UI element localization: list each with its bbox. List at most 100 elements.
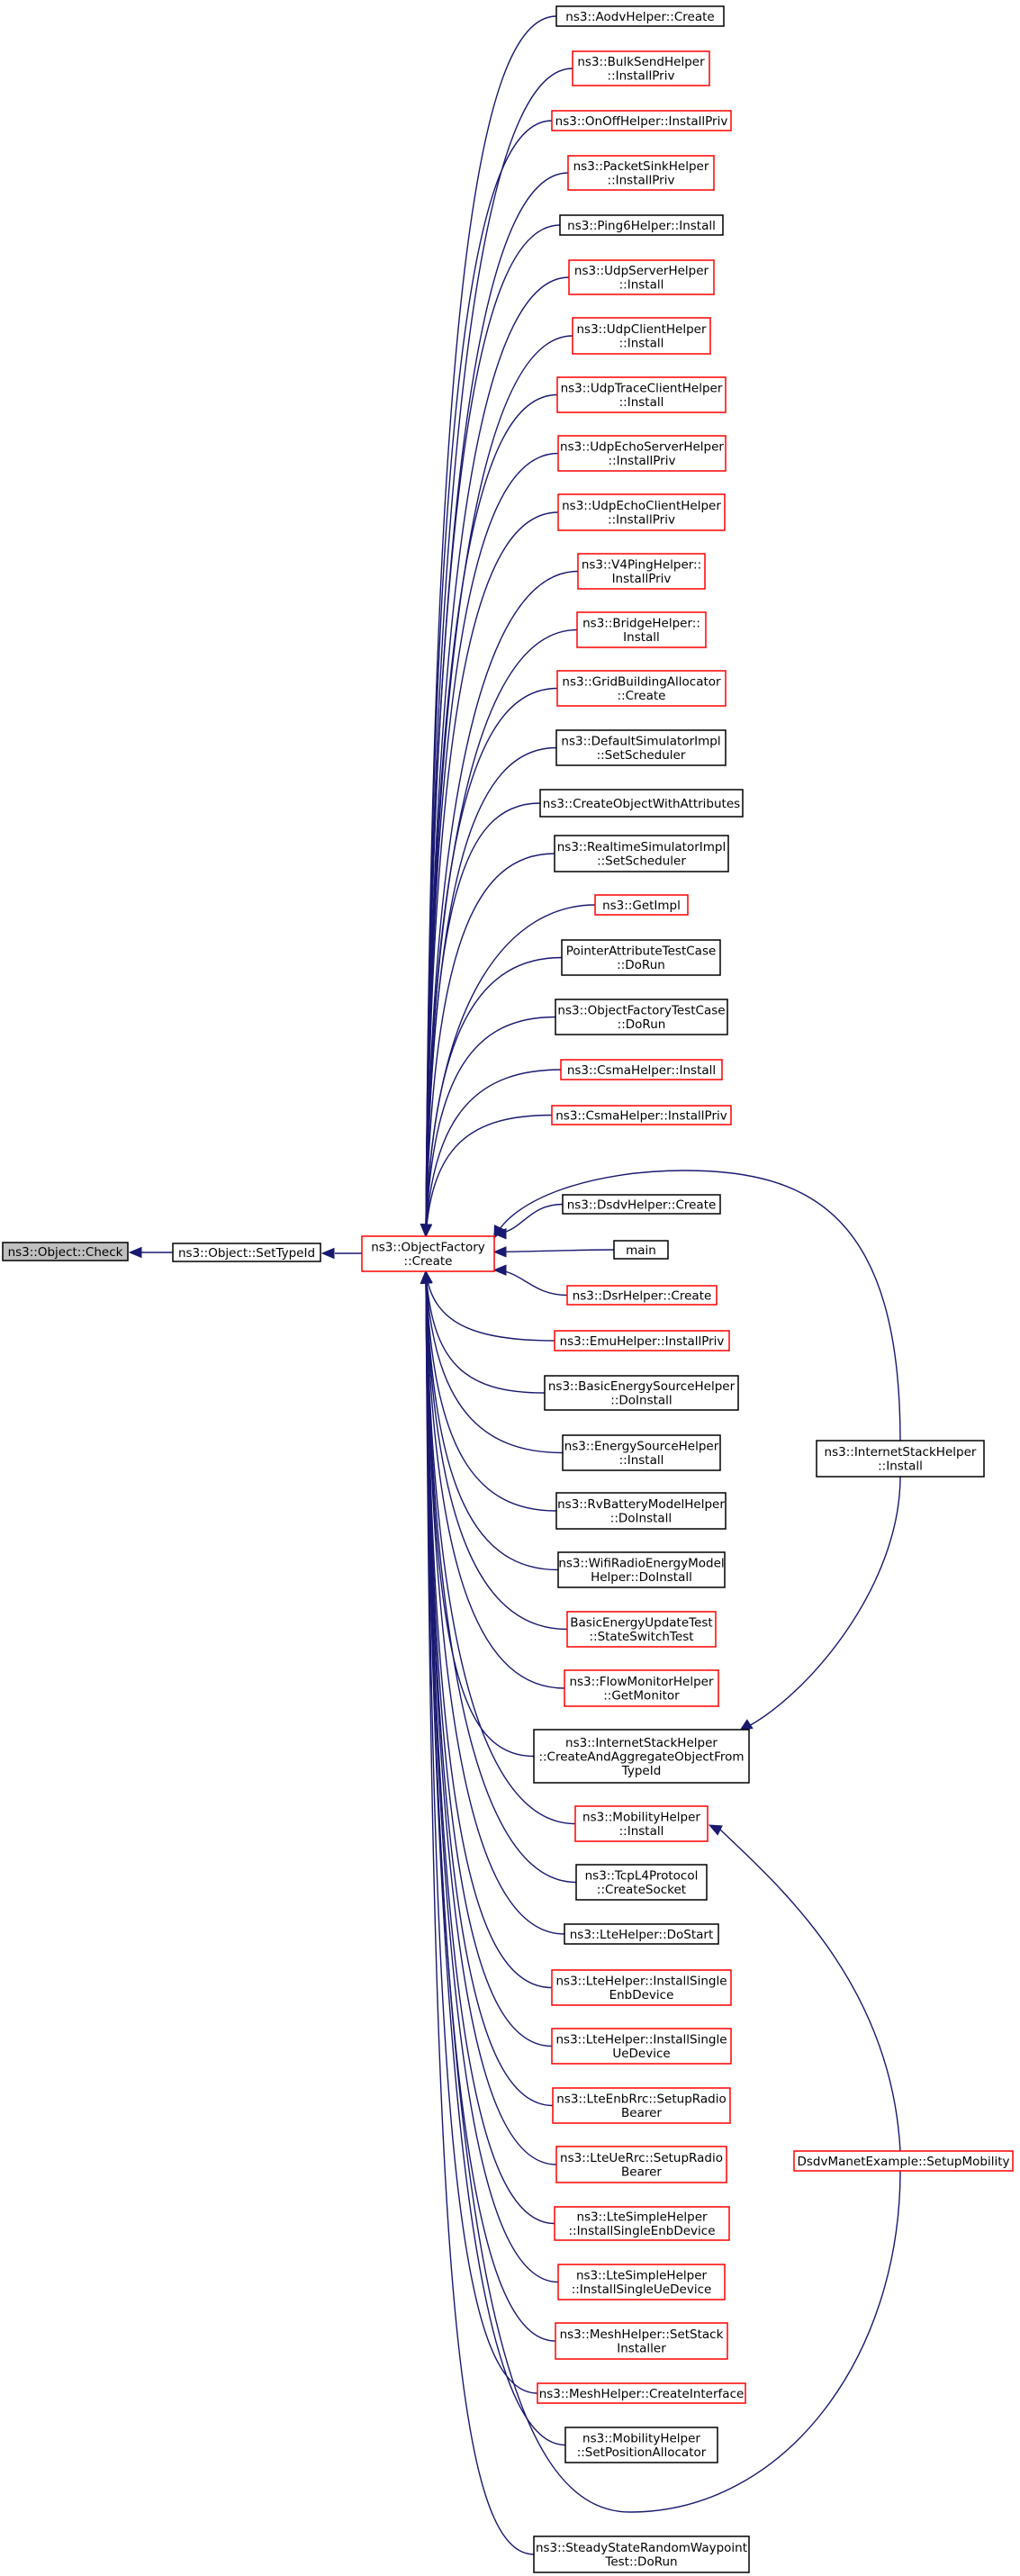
node-label: ::Install	[619, 395, 664, 410]
node-n35[interactable]: ns3::LteHelper::DoStart	[564, 1923, 719, 1945]
node-label: ns3::DsdvHelper::Create	[567, 1198, 717, 1212]
node-n9[interactable]: ns3::UdpEchoServerHelper::InstallPriv	[557, 435, 727, 472]
node-dsdvmanet[interactable]: DsdvManetExample::SetupMobility	[793, 2150, 1014, 2172]
edge-n36-objectfactory	[425, 1270, 553, 1989]
node-box	[555, 999, 728, 1035]
node-box	[557, 2264, 726, 2300]
edge-n9-objectfactory	[425, 452, 559, 1237]
node-box	[555, 2322, 728, 2360]
node-n33[interactable]: ns3::MobilityHelper::Install	[574, 1805, 709, 1842]
node-n26[interactable]: ns3::BasicEnergySourceHelper::DoInstall	[544, 1375, 739, 1411]
node-label: PointerAttributeTestCase	[566, 945, 717, 959]
node-label: ::InstallPriv	[608, 69, 675, 84]
node-box	[544, 1375, 739, 1411]
node-box	[555, 5, 725, 27]
node-n16[interactable]: ns3::RealtimeSimulatorImpl::SetScheduler	[554, 835, 729, 872]
node-label: ns3::LteSimpleHelper	[576, 2210, 708, 2225]
node-n20[interactable]: ns3::CsmaHelper::Install	[560, 1059, 723, 1080]
node-label: ns3::LteUeRrc::SetupRadio	[560, 2151, 723, 2165]
node-check[interactable]: ns3::Object::Check	[2, 1242, 129, 1261]
node-label: ::CreateAndAggregateObjectFrom	[538, 1749, 744, 1764]
node-n7[interactable]: ns3::UdpClientHelper::Install	[572, 317, 711, 355]
node-n6[interactable]: ns3::UdpServerHelper::Install	[568, 259, 715, 295]
node-label: main	[626, 1243, 656, 1258]
node-n24[interactable]: ns3::DsrHelper::Create	[566, 1285, 718, 1306]
node-label: ::Install	[619, 337, 664, 351]
node-label: ns3::GetImpl	[602, 899, 681, 913]
node-label: ::InstallPriv	[608, 513, 675, 528]
node-n18[interactable]: PointerAttributeTestCase::DoRun	[561, 939, 721, 976]
node-box	[551, 2028, 732, 2065]
node-n8[interactable]: ns3::UdpTraceClientHelper::Install	[556, 376, 727, 413]
node-label: ns3::EmuHelper::InstallPriv	[560, 1334, 725, 1349]
edge-n38-objectfactory	[425, 1270, 554, 2107]
node-n41[interactable]: ns3::LteSimpleHelper::InstallSingleUeDev…	[557, 2264, 726, 2300]
node-label: ::SetScheduler	[597, 854, 686, 869]
node-n28[interactable]: ns3::RvBatteryModelHelper::DoInstall	[555, 1492, 727, 1530]
node-n32[interactable]: ns3::InternetStackHelper::CreateAndAggre…	[533, 1729, 750, 1784]
node-internetstack[interactable]: ns3::InternetStackHelper::Install	[816, 1440, 985, 1478]
node-n27[interactable]: ns3::EnergySourceHelper::Install	[562, 1434, 721, 1471]
node-n11[interactable]: ns3::V4PingHelper::InstallPriv	[577, 553, 706, 590]
node-n34[interactable]: ns3::TcpL4Protocol::CreateSocket	[575, 1864, 708, 1901]
node-n4[interactable]: ns3::PacketSinkHelper::InstallPriv	[567, 155, 715, 191]
node-n45[interactable]: ns3::SteadyStateRandomWaypointTest::DoRu…	[533, 2535, 750, 2573]
node-label: ::Create	[404, 1254, 453, 1269]
node-label: ns3::DsrHelper::Create	[573, 1288, 712, 1303]
node-n15[interactable]: ns3::CreateObjectWithAttributes	[539, 789, 744, 818]
node-n30[interactable]: BasicEnergyUpdateTest::StateSwitchTest	[566, 1611, 717, 1648]
node-n22[interactable]: ns3::DsdvHelper::Create	[562, 1194, 721, 1215]
node-box	[555, 1492, 727, 1530]
node-box	[575, 1864, 708, 1901]
node-objectfactory[interactable]: ns3::ObjectFactory::Create	[361, 1235, 495, 1272]
edge-n20-objectfactory	[425, 1069, 562, 1237]
node-n13[interactable]: ns3::GridBuildingAllocator::Create	[556, 670, 727, 707]
node-n43[interactable]: ns3::MeshHelper::CreateInterface	[537, 2382, 746, 2404]
node-n40[interactable]: ns3::LteSimpleHelper::InstallSingleEnbDe…	[554, 2206, 730, 2241]
node-label: ns3::OnOffHelper::InstallPriv	[555, 114, 728, 129]
node-n36[interactable]: ns3::LteHelper::InstallSingleEnbDevice	[551, 1969, 732, 2006]
node-label: ::InstallSingleEnbDevice	[568, 2224, 715, 2238]
node-label: ::DoInstall	[610, 1512, 672, 1526]
edge-n23-objectfactory	[493, 1249, 615, 1253]
node-n21[interactable]: ns3::CsmaHelper::InstallPriv	[551, 1105, 732, 1125]
node-label: ::GetMonitor	[603, 1689, 680, 1704]
node-box	[560, 1059, 723, 1080]
node-box	[576, 611, 707, 648]
node-label: ns3::MobilityHelper	[582, 2432, 700, 2446]
node-box	[555, 2146, 727, 2183]
node-box	[561, 939, 721, 976]
node-box	[551, 110, 732, 131]
node-label: ns3::RealtimeSimulatorImpl	[557, 840, 726, 854]
edge-dsdvmanet-objectfactory	[425, 1270, 901, 2513]
node-n23[interactable]: main	[613, 1240, 669, 1260]
node-box	[566, 1285, 718, 1306]
node-label: ::Install	[619, 278, 664, 293]
edge-n12-objectfactory	[425, 628, 578, 1237]
node-n3[interactable]: ns3::OnOffHelper::InstallPriv	[551, 110, 732, 131]
node-n5[interactable]: ns3::Ping6Helper::Install	[559, 214, 724, 236]
edge-n5-objectfactory	[425, 224, 561, 1237]
node-n2[interactable]: ns3::BulkSendHelper::InstallPriv	[572, 50, 710, 86]
node-n17[interactable]: ns3::GetImpl	[594, 894, 689, 916]
node-n10[interactable]: ns3::UdpEchoClientHelper::InstallPriv	[557, 493, 726, 531]
node-label: EnbDevice	[609, 1988, 674, 2002]
node-n12[interactable]: ns3::BridgeHelper::Install	[576, 611, 707, 648]
node-n25[interactable]: ns3::EmuHelper::InstallPriv	[554, 1330, 730, 1351]
node-label: DsdvManetExample::SetupMobility	[797, 2155, 1009, 2169]
node-n1[interactable]: ns3::AodvHelper::Create	[555, 5, 725, 27]
node-n31[interactable]: ns3::FlowMonitorHelper::GetMonitor	[564, 1669, 719, 1707]
node-n37[interactable]: ns3::LteHelper::InstallSingleUeDevice	[551, 2028, 732, 2065]
arrow-dsdvmanet-mobility	[708, 1824, 723, 1836]
node-n19[interactable]: ns3::ObjectFactoryTestCase::DoRun	[555, 999, 728, 1035]
node-label: ns3::CsmaHelper::InstallPriv	[555, 1108, 727, 1123]
node-n44[interactable]: ns3::MobilityHelper::SetPositionAllocato…	[564, 2427, 718, 2463]
node-n29[interactable]: ns3::WifiRadioEnergyModelHelper::DoInsta…	[557, 1551, 726, 1588]
node-label: ns3::LteHelper::InstallSingle	[555, 1975, 727, 1989]
node-n14[interactable]: ns3::DefaultSimulatorImpl::SetScheduler	[555, 729, 727, 766]
node-box	[554, 835, 729, 872]
node-settypeid[interactable]: ns3::Object::SetTypeId	[172, 1243, 321, 1262]
